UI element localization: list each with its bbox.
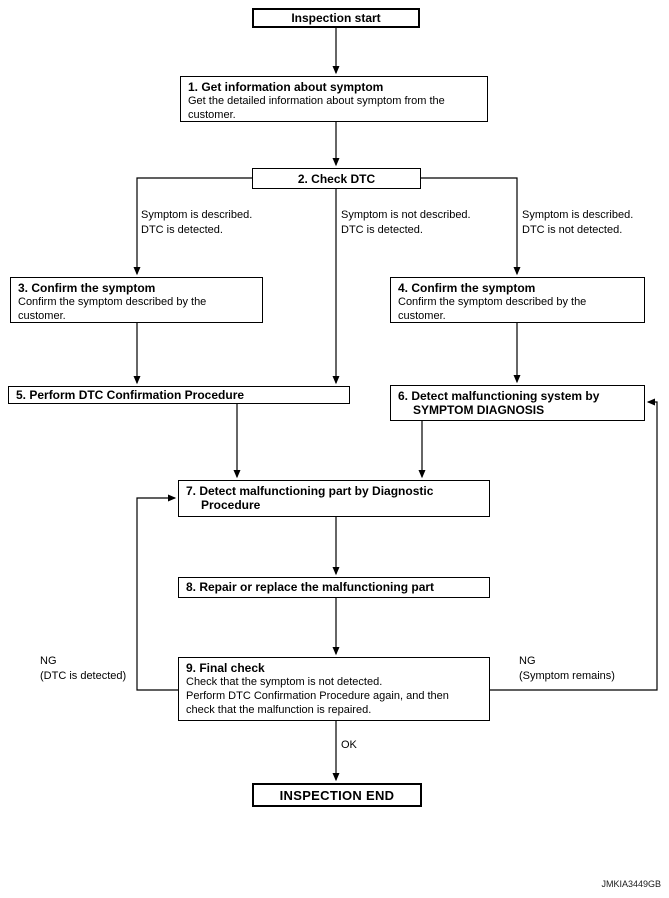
node-step9: 9. Final check Check that the symptom is… xyxy=(178,657,490,721)
step7-title-line1: 7. Detect malfunctioning part by Diagnos… xyxy=(186,484,434,498)
branch-label-right: Symptom is described. DTC is not detecte… xyxy=(522,209,634,236)
connector-step2-to-step3 xyxy=(133,177,252,276)
branch-label-middle: Symptom is not described. DTC is detecte… xyxy=(341,209,471,236)
step4-body: Confirm the symptom described by the cus… xyxy=(398,296,587,322)
step7-title-line2: Procedure xyxy=(201,498,261,512)
connector-ng-symptom-feedback xyxy=(490,398,658,691)
node-step6: 6. Detect malfunctioning system by SYMPT… xyxy=(390,385,645,421)
node-step5: 5. Perform DTC Confirmation Procedure xyxy=(8,386,350,404)
node-step3: 3. Confirm the symptom Confirm the sympt… xyxy=(10,277,263,323)
step4-title: 4. Confirm the symptom xyxy=(398,281,536,295)
branch-label-left: Symptom is described. DTC is detected. xyxy=(141,209,253,236)
ok-label: OK xyxy=(341,739,357,751)
step9-title: 9. Final check xyxy=(186,661,265,675)
node-step1: 1. Get information about symptom Get the… xyxy=(180,76,488,122)
step3-title: 3. Confirm the symptom xyxy=(18,281,156,295)
step3-body: Confirm the symptom described by the cus… xyxy=(18,296,207,322)
ng-label-left: NG (DTC is detected) xyxy=(40,655,127,682)
inspection-end-label: INSPECTION END xyxy=(279,787,395,803)
step1-body: Get the detailed information about sympt… xyxy=(188,95,445,121)
step1-title: 1. Get information about symptom xyxy=(188,80,384,94)
connector-ng-dtc-feedback xyxy=(136,494,178,691)
node-step8: 8. Repair or replace the malfunctioning … xyxy=(178,577,490,598)
inspection-start-label: Inspection start xyxy=(291,11,381,25)
node-step4: 4. Confirm the symptom Confirm the sympt… xyxy=(390,277,645,323)
node-inspection-end: INSPECTION END xyxy=(252,783,422,807)
node-step7: 7. Detect malfunctioning part by Diagnos… xyxy=(178,480,490,517)
ng-label-right: NG (Symptom remains) xyxy=(519,655,615,682)
figure-code: JMKIA3449GB xyxy=(601,879,661,889)
step2-title: 2. Check DTC xyxy=(297,171,376,186)
step5-title: 5. Perform DTC Confirmation Procedure xyxy=(16,388,245,402)
step8-title: 8. Repair or replace the malfunctioning … xyxy=(186,580,435,594)
step9-body: Check that the symptom is not detected. … xyxy=(186,676,449,716)
node-step2: 2. Check DTC xyxy=(252,168,421,189)
node-inspection-start: Inspection start xyxy=(252,8,420,28)
step6-title-line1: 6. Detect malfunctioning system by xyxy=(398,389,600,403)
connector-step2-to-step4 xyxy=(421,177,521,276)
step6-title-line2: SYMPTOM DIAGNOSIS xyxy=(413,403,545,417)
